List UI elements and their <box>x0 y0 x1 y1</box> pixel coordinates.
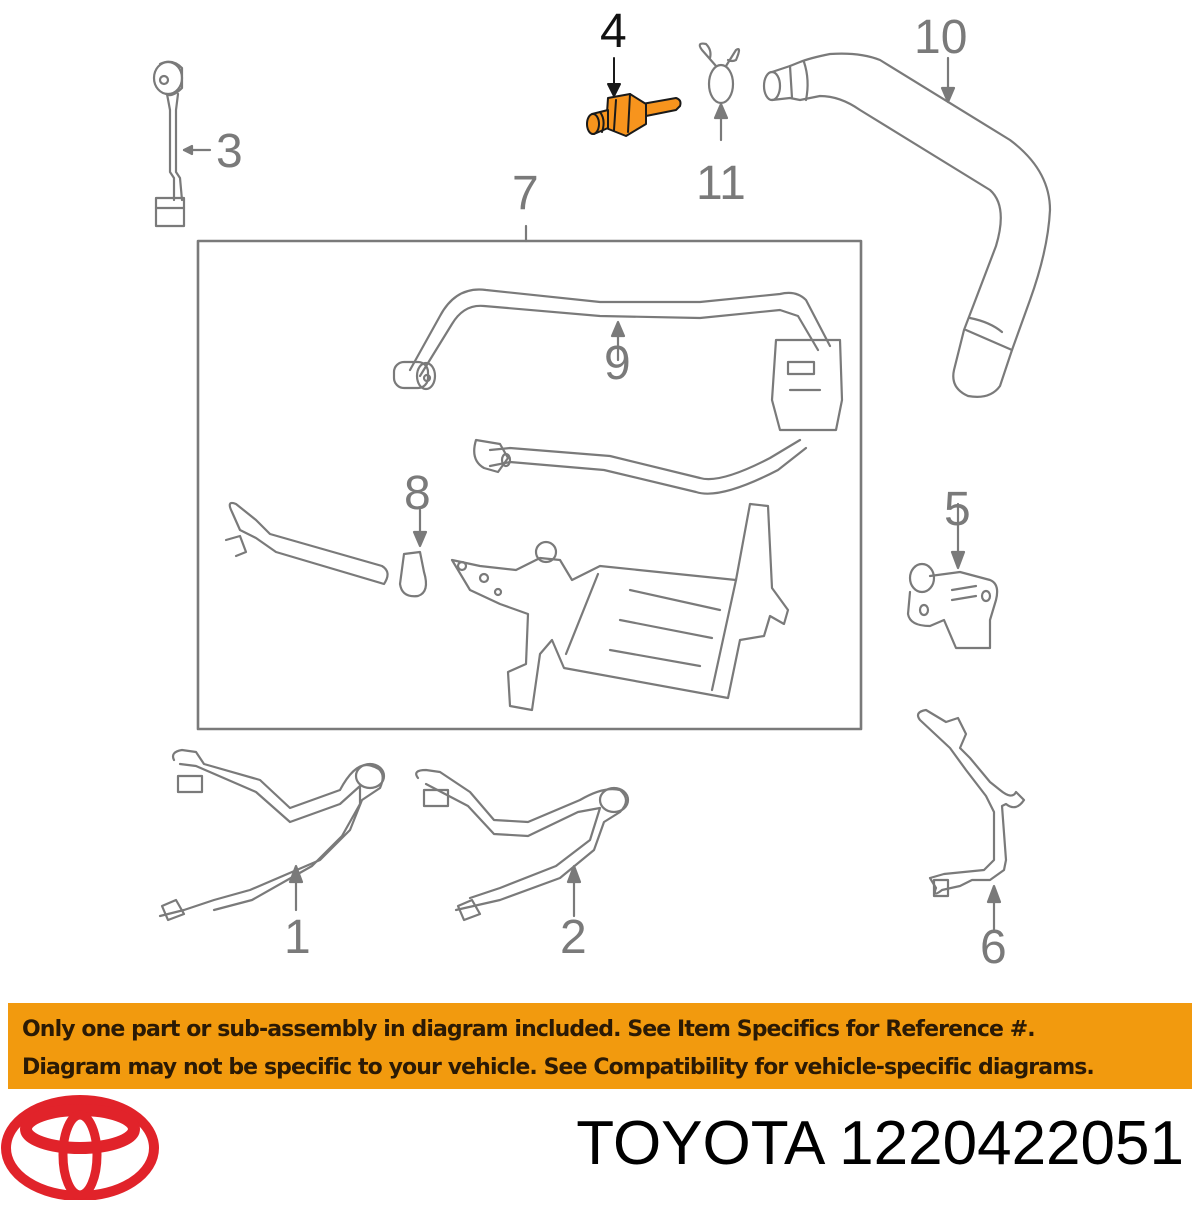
part-4-fitting <box>586 57 682 137</box>
part-11-clamp <box>698 42 741 142</box>
callout-3: 3 <box>216 125 243 178</box>
callout-11: 11 <box>696 157 746 210</box>
notice-line-2: Diagram may not be specific to your vehi… <box>22 1055 1095 1080</box>
assembly-7-box <box>196 224 863 731</box>
charcoal-canister <box>450 502 790 712</box>
part-1-oxygen-sensor <box>158 748 386 922</box>
callout-7: 7 <box>512 167 539 220</box>
part-5-cam-sensor <box>906 502 999 650</box>
part-9-hose <box>392 288 844 495</box>
callout-5: 5 <box>944 483 971 536</box>
callout-2: 2 <box>560 911 587 964</box>
notice-banner: Only one part or sub-assembly in diagram… <box>8 1003 1192 1089</box>
callout-8: 8 <box>404 467 431 520</box>
part-2-oxygen-sensor <box>415 768 630 922</box>
callout-1: 1 <box>284 911 311 964</box>
callout-4: 4 <box>600 5 627 58</box>
callout-10: 10 <box>914 11 968 64</box>
parts-diagram: 10 4 3 11 7 9 8 5 1 2 6 <box>152 5 1052 974</box>
toyota-logo-icon <box>0 1093 160 1201</box>
callout-9: 9 <box>604 337 631 390</box>
notice-line-1: Only one part or sub-assembly in diagram… <box>22 1017 1036 1042</box>
part-3-knock-sensor <box>152 60 212 228</box>
callout-6: 6 <box>980 921 1007 974</box>
part-number-title: TOYOTA 1220422051 <box>576 1109 1184 1178</box>
part-8-clip <box>224 501 428 598</box>
part-10-hose <box>762 52 1052 398</box>
part-6-crank-sensor <box>916 708 1026 934</box>
